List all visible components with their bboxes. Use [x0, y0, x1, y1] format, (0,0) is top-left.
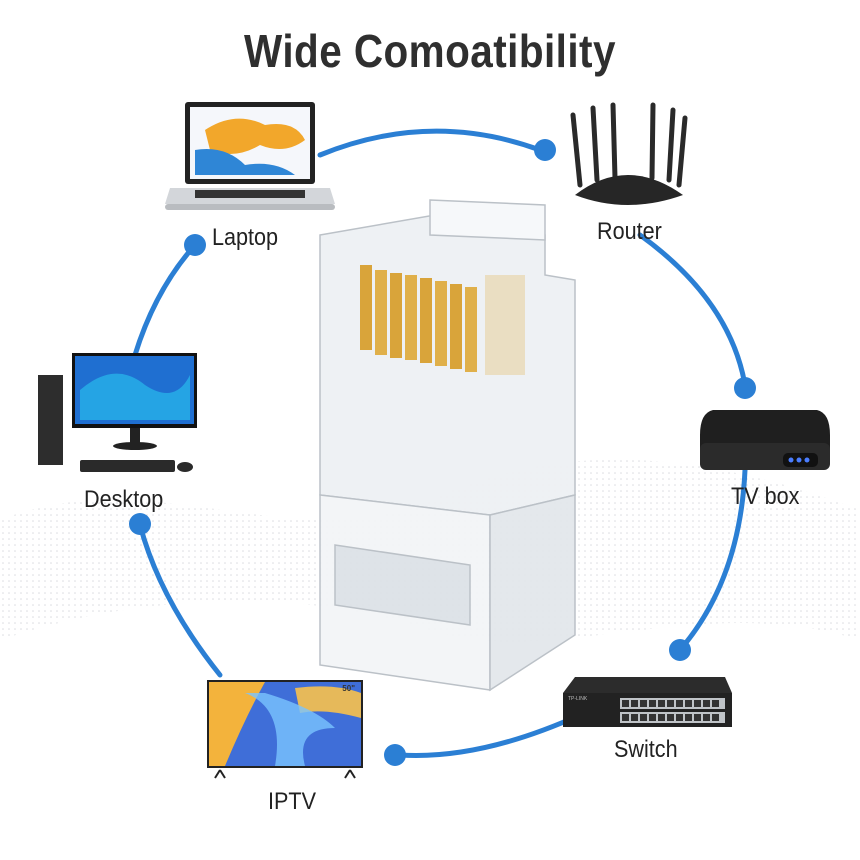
connector-arc-tvbox-switch	[677, 467, 748, 653]
device-label-desktop: Desktop	[84, 486, 164, 513]
connector-arc-switch-iptv	[397, 712, 583, 758]
network-switch-icon: TP-LINK	[560, 675, 735, 730]
page-title: Wide Comoatibility	[244, 25, 616, 77]
router-icon	[570, 102, 688, 205]
switch-brand: TP-LINK	[568, 696, 588, 702]
desktop-icon	[38, 353, 197, 472]
node-dot-desktop	[129, 513, 151, 535]
device-label-switch: Switch	[614, 736, 678, 763]
device-label-laptop: Laptop	[212, 224, 279, 251]
node-dot-laptop	[184, 234, 206, 256]
connector-arc-desktop-laptop	[132, 242, 198, 358]
connector-arc-iptv-desktop	[137, 522, 223, 678]
laptop-icon	[165, 102, 335, 210]
tv-box-icon	[700, 410, 830, 470]
tv-size-badge: 50"	[342, 684, 355, 693]
rj45-connector-image	[319, 199, 576, 692]
connector-arc-laptop-router	[317, 128, 543, 158]
node-dot-router	[534, 139, 556, 161]
node-dot-tvbox	[734, 377, 756, 399]
connector-arc-router-tvbox	[637, 232, 748, 388]
node-dot-switch	[669, 639, 691, 661]
device-label-iptv: IPTV	[268, 788, 317, 815]
device-label-tvbox: TV box	[731, 483, 800, 510]
tv-icon: 50"	[205, 678, 365, 783]
node-dot-iptv	[384, 744, 406, 766]
gold-contacts	[360, 265, 477, 372]
device-label-router: Router	[597, 218, 662, 245]
